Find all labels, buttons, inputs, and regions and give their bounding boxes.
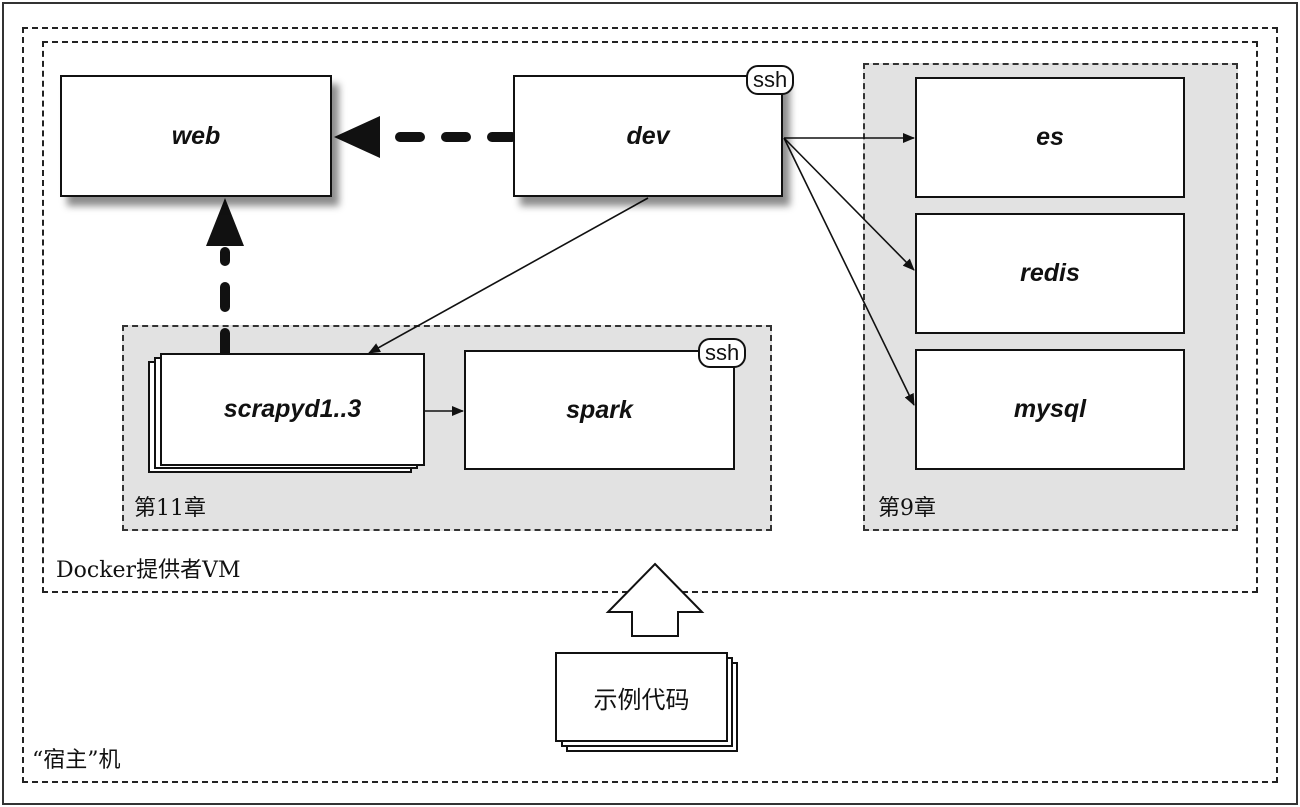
node-sample-code-label: 示例代码 <box>593 685 690 714</box>
host-machine-label: “宿主”机 <box>32 748 121 773</box>
dev-ssh-tag: ssh <box>746 65 795 95</box>
node-scrapyd: scrapyd1..3 <box>160 353 425 466</box>
spark-ssh-tag: ssh <box>698 338 747 368</box>
node-scrapyd-label: scrapyd1..3 <box>223 395 362 423</box>
node-es: es <box>915 77 1185 198</box>
edge-dev-mysql <box>783 137 915 406</box>
edge-scrapyd-web-arrowhead <box>206 198 244 246</box>
node-web: web <box>60 75 332 197</box>
docker-vm-label: Docker提供者VM <box>56 558 241 583</box>
group-chapter-11-label: 第11章 <box>134 496 206 521</box>
group-chapter-9-label: 第9章 <box>878 496 936 521</box>
edge-dev-web-arrowhead <box>334 116 380 158</box>
node-mysql: mysql <box>915 349 1185 470</box>
node-sample-code: 示例代码 <box>555 652 728 742</box>
host-machine-boundary <box>22 27 1278 783</box>
edge-dev-scrapyd <box>368 197 649 354</box>
node-dev: dev <box>513 75 783 197</box>
node-redis-label: redis <box>1020 259 1080 287</box>
node-spark-label: spark <box>566 395 633 424</box>
node-mysql-label: mysql <box>1013 395 1087 423</box>
node-spark: spark <box>464 350 735 470</box>
node-es-label: es <box>1036 123 1064 151</box>
node-redis: redis <box>915 213 1185 334</box>
node-dev-label: dev <box>626 121 670 150</box>
edge-dev-redis <box>783 137 915 271</box>
node-web-label: web <box>171 121 221 150</box>
sample-code-to-vm-arrow <box>605 562 705 637</box>
